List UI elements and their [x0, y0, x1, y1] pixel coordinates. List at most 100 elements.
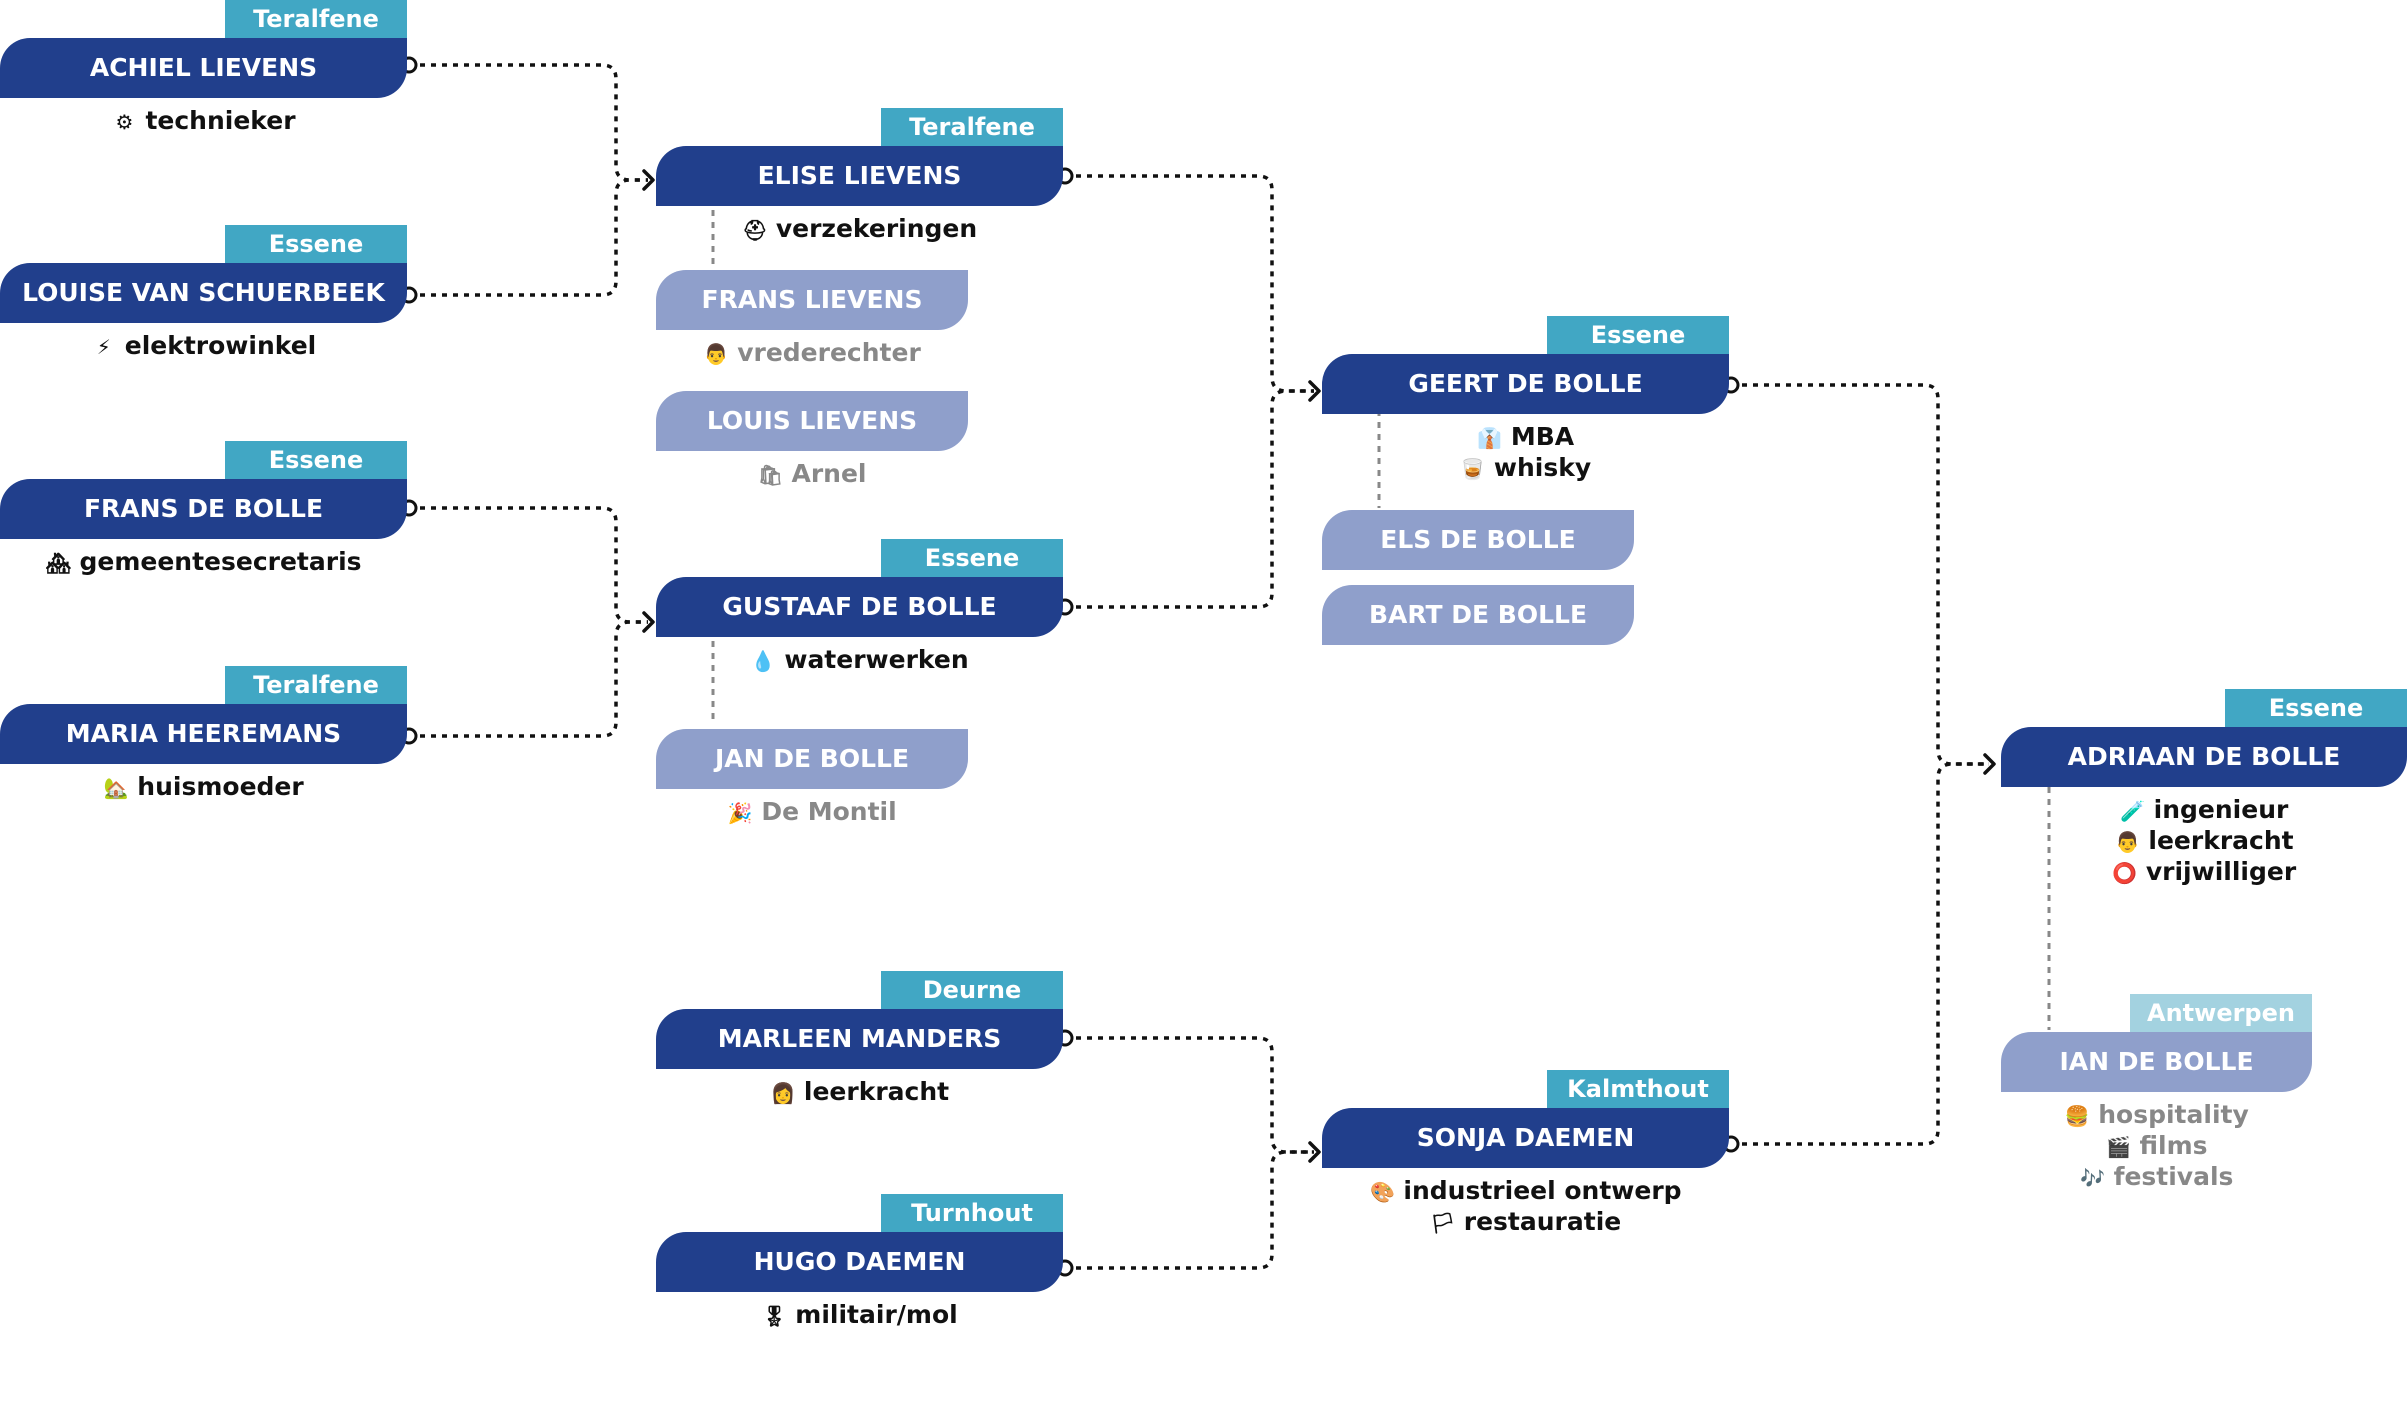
detail-line: 👔MBA	[1322, 422, 1729, 453]
detail-line: 🏳restauratie	[1322, 1207, 1729, 1238]
parent-connector-line	[409, 620, 648, 738]
place-label: Teralfene	[225, 0, 407, 38]
person-details: ⛑verzekeringen	[656, 214, 1063, 245]
sibling-card-jan-de-bolle: JAN DE BOLLE 🎉 De Montil	[656, 729, 968, 839]
place-label: Essene	[225, 441, 407, 479]
detail-text: gemeentesecretaris	[79, 547, 362, 576]
place-label: Essene	[225, 225, 407, 263]
businessman-icon: 👔	[1477, 426, 1503, 450]
person-name[interactable]: MARLEEN MANDERS	[656, 1009, 1063, 1069]
teacher-icon: 👩	[770, 1081, 796, 1105]
party-popper-icon: 🎉	[727, 801, 753, 825]
person-card-maria-heeremans: Teralfene MARIA HEEREMANS 🏡 huismoeder	[0, 666, 407, 816]
person-card-sonja-daemen: Kalmthout SONJA DAEMEN 🎨industrieel ontw…	[1322, 1070, 1729, 1250]
detail-line: 🎶festivals	[2001, 1162, 2312, 1193]
person-details: 🏡 huismoeder	[0, 772, 407, 803]
detail-line: 🏡 huismoeder	[0, 772, 407, 803]
sibling-name[interactable]: BART DE BOLLE	[1322, 585, 1634, 645]
detail-text: festivals	[2113, 1162, 2234, 1191]
helmet-icon: ⛑	[742, 218, 768, 242]
judge-icon: 👨	[703, 342, 729, 366]
person-details: ⚙ technieker	[0, 106, 407, 137]
parent-connector-line	[1065, 389, 1314, 609]
sibling-name[interactable]: LOUIS LIEVENS	[656, 391, 968, 451]
detail-text: leerkracht	[803, 1077, 950, 1106]
detail-line: ⭕vrijwilliger	[2001, 857, 2407, 888]
person-details: 👩 leerkracht	[656, 1077, 1063, 1108]
burger-icon: 🍔	[2064, 1104, 2090, 1128]
shopping-bag-icon: 🛍	[757, 463, 784, 487]
sibling-card-frans-lievens: FRANS LIEVENS 👨 vrederechter	[656, 270, 968, 380]
medal-icon: 🎖	[761, 1304, 787, 1328]
person-card-louise-van-schuerbeek: Essene LOUISE VAN SCHUERBEEK ⚡ elektrowin…	[0, 225, 407, 375]
parent-connector-line	[1731, 762, 1989, 1146]
sibling-name[interactable]: FRANS LIEVENS	[656, 270, 968, 330]
place-label: Kalmthout	[1547, 1070, 1729, 1108]
detail-line: 🎉 De Montil	[656, 797, 968, 828]
lightning-icon: ⚡	[96, 335, 111, 359]
whisky-icon: 🥃	[1460, 457, 1486, 481]
detail-line: 🍔hospitality	[2001, 1100, 2312, 1131]
person-card-adriaan-de-bolle: Essene ADRIAAN DE BOLLE 🧪ingenieur👨leerk…	[2001, 689, 2407, 889]
person-name[interactable]: ADRIAAN DE BOLLE	[2001, 727, 2407, 787]
detail-text: huismoeder	[137, 772, 304, 801]
sibling-details: 👨 vrederechter	[656, 338, 968, 369]
person-card-ian-de-bolle: Antwerpen IAN DE BOLLE 🍔hospitality 🎬 film…	[2001, 994, 2312, 1194]
detail-text: films	[2139, 1131, 2208, 1160]
person-details: 🏘gemeentesecretaris	[0, 547, 407, 578]
person-name[interactable]: HUGO DAEMEN	[656, 1232, 1063, 1292]
parent-connector-line	[409, 178, 648, 297]
detail-line: 👨 vrederechter	[656, 338, 968, 369]
detail-text: technieker	[145, 106, 296, 135]
sibling-details: 🛍Arnel	[656, 459, 968, 490]
detail-text: leerkracht	[2148, 826, 2294, 855]
detail-line: 🎨industrieel ontwerp	[1322, 1176, 1729, 1207]
arrow-head-icon	[1308, 380, 1321, 402]
person-name[interactable]: ELISE LIEVENS	[656, 146, 1063, 206]
house-garden-icon: 🏡	[103, 776, 129, 800]
detail-line: 👩 leerkracht	[656, 1077, 1063, 1108]
person-name[interactable]: SONJA DAEMEN	[1322, 1108, 1729, 1168]
person-details: 🧪 ingenieur 👨 leerkracht⭕vrijwilliger	[2001, 795, 2407, 888]
parent-connector-line	[409, 63, 648, 182]
detail-text: De Montil	[761, 797, 897, 826]
detail-line: 👨 leerkracht	[2001, 826, 2407, 857]
person-name[interactable]: LOUISE VAN SCHUERBEEK	[0, 263, 407, 323]
place-label: Antwerpen	[2130, 994, 2312, 1032]
person-details: 💧waterwerken	[656, 645, 1063, 676]
sibling-details: 🎉 De Montil	[656, 797, 968, 828]
detail-line: 🎖 militair/mol	[656, 1300, 1063, 1331]
place-label: Deurne	[881, 971, 1063, 1009]
arrow-head-icon	[1983, 753, 1996, 775]
parent-connector-line	[409, 506, 648, 624]
detail-text: vrijwilliger	[2145, 857, 2297, 886]
test-tube-icon: 🧪	[2120, 799, 2146, 823]
teacher-icon: 👨	[2114, 830, 2140, 854]
person-name[interactable]: GEERT DE BOLLE	[1322, 354, 1729, 414]
person-card-geert-de-bolle: Essene GEERT DE BOLLE 👔MBA🥃whisky	[1322, 316, 1729, 496]
detail-text: elektrowinkel	[124, 331, 317, 360]
parent-connector-line	[1065, 174, 1314, 393]
person-name[interactable]: FRANS DE BOLLE	[0, 479, 407, 539]
gear-icon: ⚙	[115, 110, 134, 134]
clapperboard-icon: 🎬	[2106, 1135, 2131, 1159]
detail-text: ingenieur	[2153, 795, 2289, 824]
sibling-name[interactable]: JAN DE BOLLE	[656, 729, 968, 789]
detail-text: militair/mol	[795, 1300, 958, 1329]
detail-line: ⛑verzekeringen	[656, 214, 1063, 245]
person-card-frans-de-bolle: Essene FRANS DE BOLLE 🏘gemeentesecretari…	[0, 441, 407, 591]
detail-line: 🥃whisky	[1322, 453, 1729, 484]
person-name[interactable]: MARIA HEEREMANS	[0, 704, 407, 764]
place-label: Teralfene	[881, 108, 1063, 146]
place-label: Teralfene	[225, 666, 407, 704]
detail-text: vrederechter	[737, 338, 921, 367]
person-name[interactable]: ACHIEL LIEVENS	[0, 38, 407, 98]
person-name[interactable]: IAN DE BOLLE	[2001, 1032, 2312, 1092]
detail-line: ⚙ technieker	[0, 106, 407, 137]
person-details: 🍔hospitality 🎬 films🎶festivals	[2001, 1100, 2312, 1193]
person-card-marleen-manders: Deurne MARLEEN MANDERS 👩 leerkracht	[656, 971, 1063, 1121]
person-name[interactable]: GUSTAAF DE BOLLE	[656, 577, 1063, 637]
sibling-name[interactable]: ELS DE BOLLE	[1322, 510, 1634, 570]
arrow-head-icon	[642, 169, 655, 191]
palette-icon: 🎨	[1369, 1180, 1395, 1204]
